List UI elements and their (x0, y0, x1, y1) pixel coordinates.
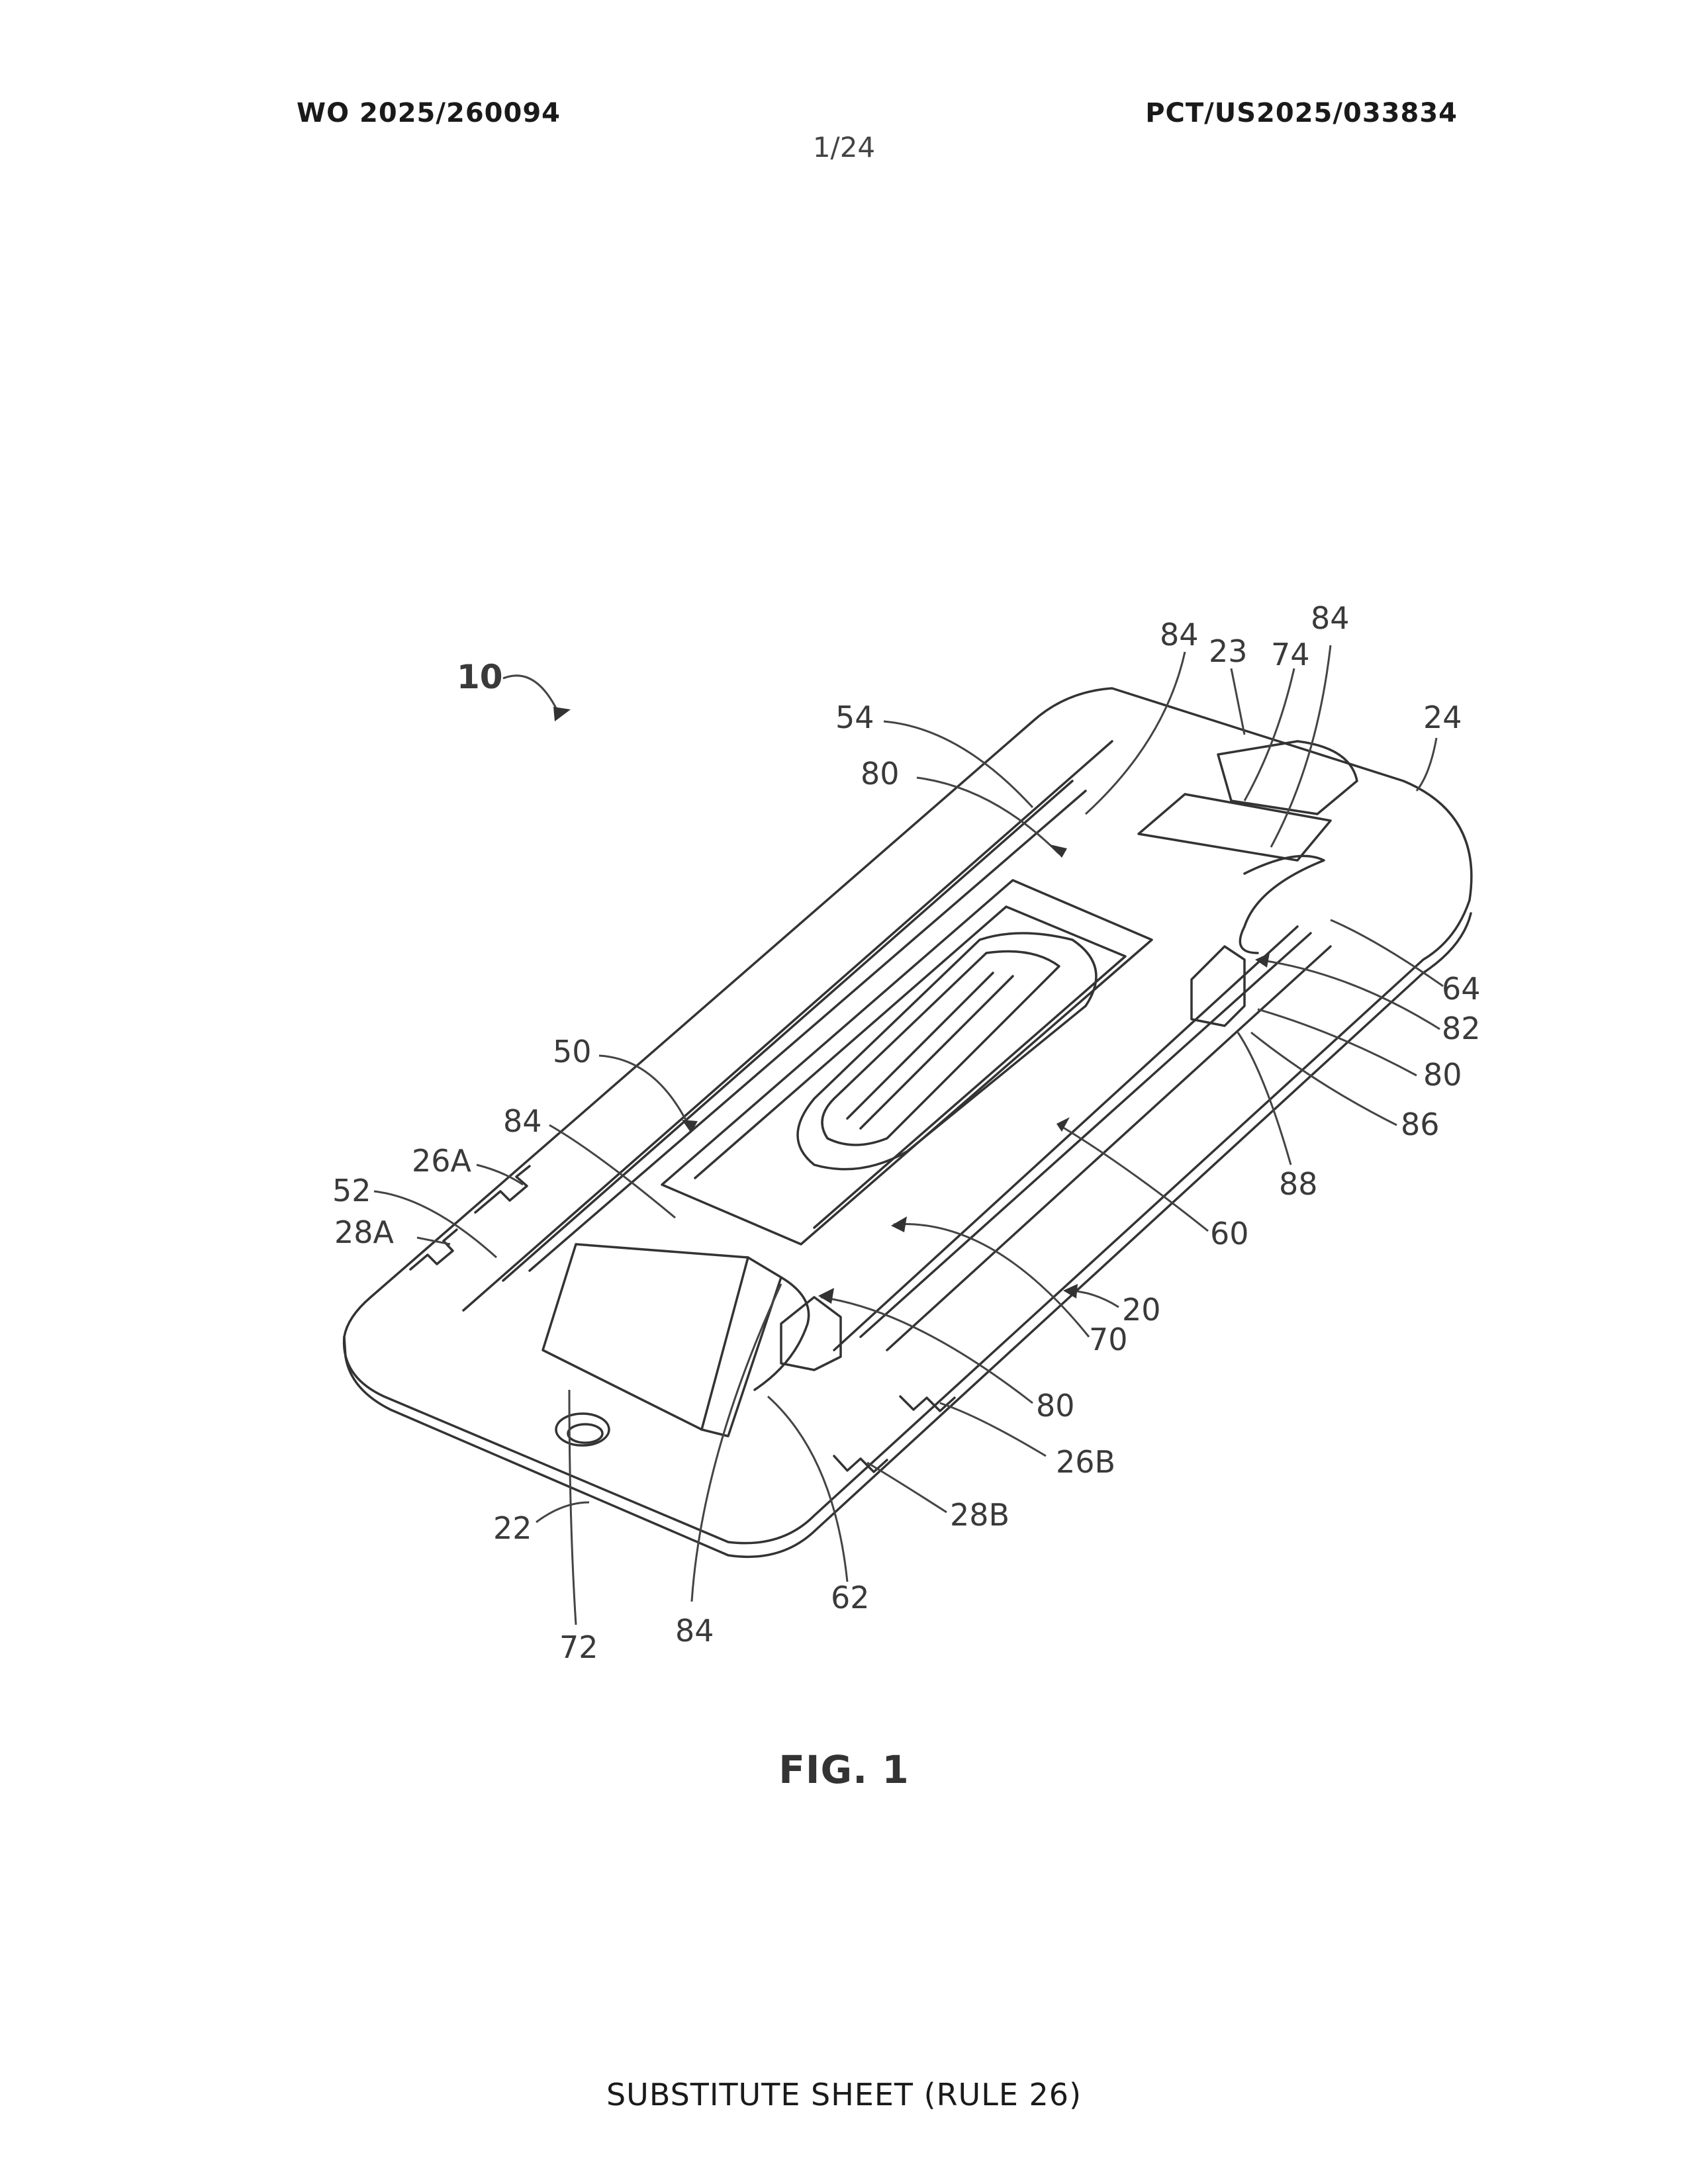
leader-24 (1417, 738, 1436, 791)
ref-84-top-right: 84 (1311, 600, 1350, 636)
leader-26a (477, 1165, 523, 1185)
leader-26b (940, 1403, 1046, 1456)
center-tray-step (695, 907, 1125, 1228)
tab-23 (1218, 741, 1357, 814)
clip-74 (1139, 794, 1331, 860)
ref-82: 82 (1442, 1011, 1481, 1046)
rail-50-edge (530, 791, 1086, 1271)
ref-70: 70 (1089, 1322, 1128, 1357)
ref-86: 86 (1401, 1107, 1440, 1142)
clip-74-curve (1240, 856, 1324, 953)
ref-26a: 26A (412, 1143, 472, 1179)
ref-72: 72 (559, 1629, 598, 1665)
rail-50-outer (463, 741, 1112, 1310)
mounting-hole-inner (568, 1424, 602, 1443)
ref-74: 74 (1271, 637, 1310, 672)
ref-50: 50 (553, 1034, 592, 1069)
center-tray (662, 880, 1152, 1244)
rail-50-inner (503, 781, 1072, 1281)
ref-64: 64 (1442, 971, 1481, 1007)
leader-64 (1331, 920, 1443, 986)
leader-88 (1238, 1032, 1291, 1165)
ref-84-top-left: 84 (1160, 617, 1199, 653)
leader-74 (1244, 668, 1294, 801)
leader-28b (867, 1463, 947, 1512)
ref-20: 20 (1122, 1292, 1161, 1328)
arrow-82 (1255, 953, 1270, 968)
leader-50 (599, 1056, 688, 1125)
ref-80-right: 80 (1423, 1057, 1462, 1093)
ref-28b: 28B (950, 1497, 1009, 1533)
leader-54 (884, 721, 1033, 807)
ref-60: 60 (1210, 1216, 1249, 1251)
ref-24: 24 (1423, 700, 1462, 735)
ref-80-bottom: 80 (1036, 1388, 1075, 1424)
ref-22: 22 (493, 1510, 532, 1546)
arrow-10 (553, 707, 571, 721)
ref-84-bottom: 84 (675, 1613, 714, 1649)
ref-84-left: 84 (503, 1103, 542, 1139)
rail-60-edge (887, 946, 1331, 1350)
clip-72 (543, 1244, 748, 1430)
ref-62: 62 (831, 1580, 870, 1615)
arrow-80a (1050, 844, 1067, 858)
leader-22 (536, 1502, 589, 1522)
leader-80a (917, 778, 1059, 854)
latch-80-left (781, 1297, 841, 1370)
ref-54: 54 (835, 700, 874, 735)
ref-52: 52 (332, 1173, 371, 1208)
footer-substitute-sheet: SUBSTITUTE SHEET (RULE 26) (0, 2077, 1688, 2113)
ref-23: 23 (1209, 633, 1248, 669)
oval-slot-outer (798, 933, 1096, 1169)
leader-23 (1231, 668, 1244, 735)
arrow-70 (891, 1216, 907, 1232)
ref-80-top: 80 (861, 756, 900, 792)
leader-80b (1258, 1009, 1417, 1075)
ref-26b: 26B (1056, 1444, 1115, 1480)
ref-88: 88 (1279, 1166, 1318, 1202)
ref-28a: 28A (334, 1214, 395, 1250)
ref-10: 10 (457, 658, 503, 696)
leader-84c (549, 1125, 675, 1218)
notch-28a (410, 1230, 457, 1269)
leader-62 (768, 1396, 847, 1582)
leader-10 (503, 676, 559, 715)
figure-caption: FIG. 1 (0, 1747, 1688, 1792)
leader-84a (1086, 652, 1185, 814)
leader-60 (1059, 1125, 1208, 1231)
latch-80-right (1192, 946, 1244, 1026)
